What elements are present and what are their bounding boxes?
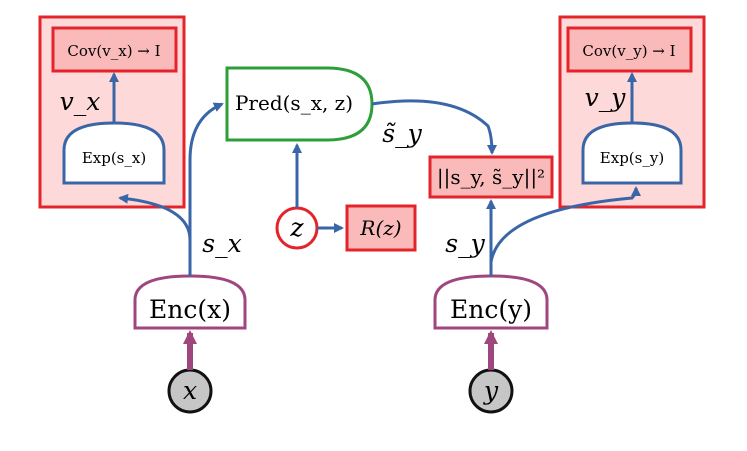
loss-box — [428, 155, 554, 199]
pred-node — [225, 66, 374, 142]
y-label: y — [483, 376, 499, 405]
pred-to-loss-arrow — [371, 99, 497, 155]
enc-y-to-exp-arrow — [489, 186, 641, 276]
sx-label: s_x — [202, 229, 241, 258]
exp-y-node — [581, 121, 683, 185]
exp-x-label: Exp(s_x) — [82, 149, 146, 167]
enc-x-to-exp-arrow — [118, 193, 192, 276]
vx-label: v_x — [60, 87, 101, 116]
sy-tilde-label: s̃_y — [382, 119, 422, 148]
enc-x-label: Enc(x) — [149, 295, 231, 324]
x-label: x — [183, 376, 197, 405]
exp-x-node — [62, 121, 166, 185]
vy-label: v_y — [585, 83, 627, 112]
cov-x-label: Cov(v_x) → I — [67, 42, 160, 60]
cov-y-label: Cov(v_y) → I — [582, 42, 675, 60]
enc-x-to-pred-arrow — [188, 102, 224, 276]
exp-y-label: Exp(s_y) — [600, 149, 664, 167]
pred-label: Pred(s_x, z) — [235, 91, 353, 115]
reg-box — [345, 204, 417, 252]
cov-y-box — [566, 26, 693, 73]
z-label: z — [289, 213, 304, 242]
enc-y-label: Enc(y) — [450, 295, 532, 324]
cov-x-box — [51, 26, 178, 73]
loss-label: ||s_y, s̃_y||² — [437, 165, 545, 190]
reg-label: R(z) — [359, 216, 401, 240]
sy-label: s_y — [445, 229, 485, 258]
